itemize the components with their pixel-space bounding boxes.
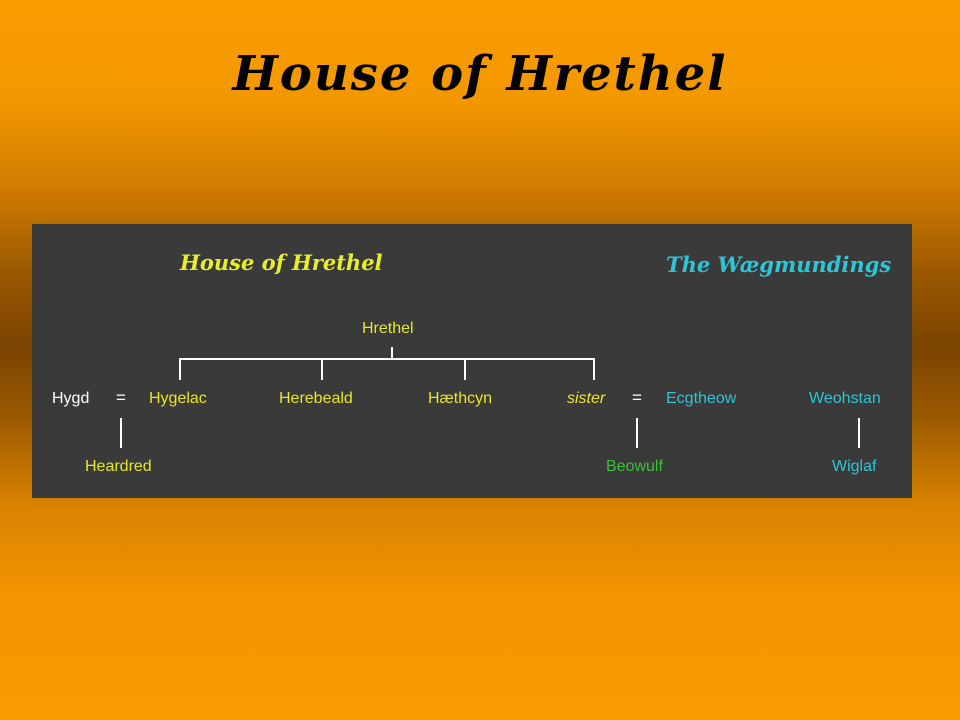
person-hygd: Hygd xyxy=(52,390,90,407)
connector-hrethel-stem xyxy=(391,347,393,359)
person-ecgtheow: Ecgtheow xyxy=(666,390,737,407)
connector-herebeald xyxy=(321,358,323,380)
person-wiglaf: Wiglaf xyxy=(832,458,877,475)
descent-line-beowulf xyxy=(636,418,638,448)
connector-sister xyxy=(593,358,595,380)
person-herebeald: Herebeald xyxy=(279,390,353,407)
person-haethcyn: Hæthcyn xyxy=(428,390,493,407)
person-beowulf: Beowulf xyxy=(606,458,663,475)
connector-children-bar xyxy=(179,358,595,360)
family-tree-panel: House of Hrethel The Wægmundings Hrethel… xyxy=(32,224,912,498)
slide-title: House of Hrethel xyxy=(232,46,728,102)
marriage-sign-hygd-hygelac: = xyxy=(116,388,126,407)
heading-house-of-hrethel: House of Hrethel xyxy=(180,250,383,275)
heading-waegmundings: The Wægmundings xyxy=(666,252,892,277)
person-hrethel: Hrethel xyxy=(362,320,414,337)
person-hygelac: Hygelac xyxy=(149,390,207,407)
person-weohstan: Weohstan xyxy=(809,390,881,407)
connector-hygelac xyxy=(179,358,181,380)
connector-haethcyn xyxy=(464,358,466,380)
person-heardred: Heardred xyxy=(85,458,152,475)
descent-line-wiglaf xyxy=(858,418,860,448)
descent-line-heardred xyxy=(120,418,122,448)
marriage-sign-sister-ecgtheow: = xyxy=(632,388,642,407)
person-sister: sister xyxy=(567,390,606,407)
